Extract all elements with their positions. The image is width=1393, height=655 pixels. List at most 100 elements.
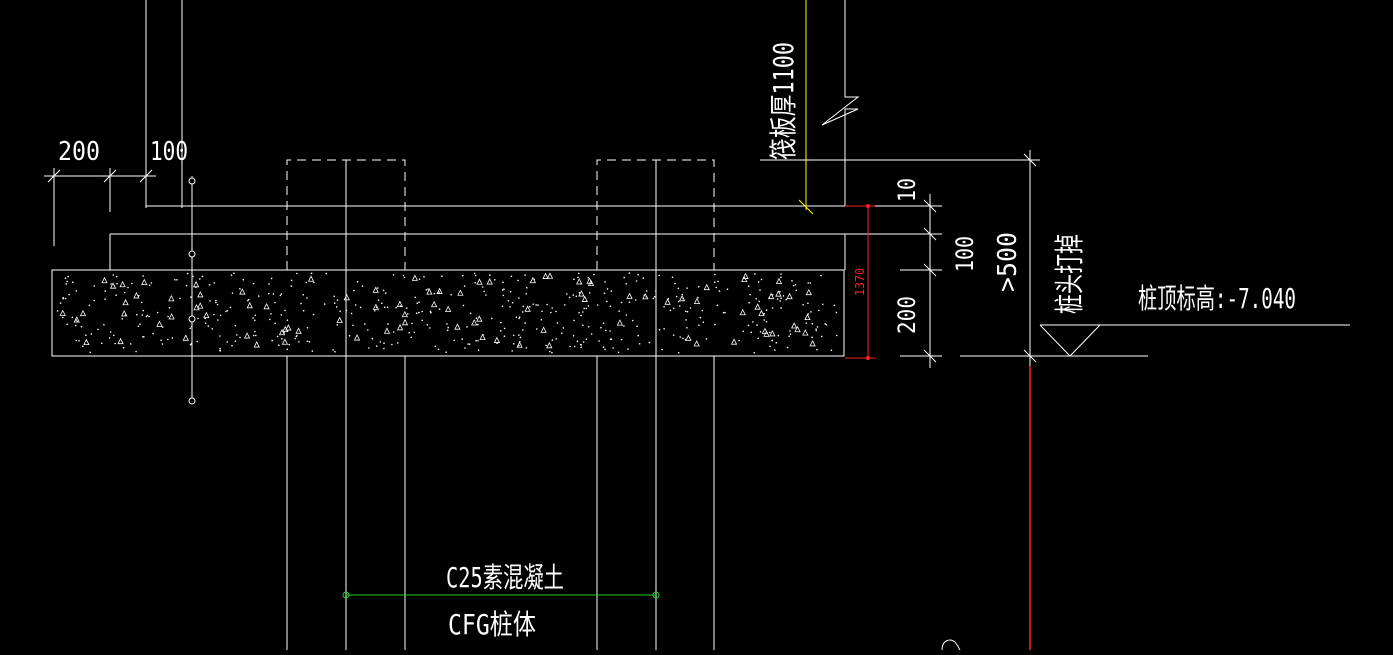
hatch-dot [361,285,364,287]
hatch-dot [190,296,192,298]
hatch-dot [518,297,520,299]
hatch-dot [578,311,580,314]
hatch-dot [524,322,526,324]
hatch-dot [551,307,553,309]
hatch-dot [526,287,528,289]
hatch-triangle [168,313,175,320]
hatch-dot [689,307,692,309]
hatch-triangle [471,319,478,326]
hatch-dot [97,328,99,331]
hatch-dot [421,310,424,313]
hatch-triangle [786,292,793,300]
hatch-dot [364,323,366,325]
hatch-dot [499,330,502,332]
hatch-dot [294,337,297,340]
hatch-dot [818,309,820,312]
hatch-dot [383,306,386,309]
hatch-dot [174,279,176,281]
hatch-dot [185,284,188,287]
hatch-dot [433,292,436,295]
hatch-triangle [396,300,404,308]
hatch-dot [311,350,314,352]
hatch-dot [247,299,249,302]
hatch-dot [104,298,106,300]
hatch-dot [477,349,480,352]
hatch-triangle [109,282,117,289]
hatch-dot [332,349,334,351]
hatch-dot [254,330,256,333]
hatch-dot [192,275,194,278]
hatch-triangle [739,308,746,316]
raft-edge-line [821,0,860,270]
hatch-dot [108,337,111,339]
hatch-dot [209,300,211,302]
hatch-dot [405,307,408,310]
hatch-dot [467,343,469,345]
hatch-dot [397,342,399,344]
hatch-dot [121,318,124,320]
hatch-triangle [444,305,452,312]
hatch-dot [541,310,543,313]
hatch-dot [68,293,70,296]
hatch-dot [545,344,547,347]
hatch-dot [272,293,275,295]
hatch-dot [582,311,584,313]
hatch-dot [140,301,143,304]
hatch-dot [411,322,413,325]
hatch-triangle [246,301,253,309]
hatch-dot [295,335,298,338]
hatch-dot [679,305,681,307]
hatch-dot [115,275,118,278]
hatch-dot [726,288,729,291]
hatch-dot [290,285,293,287]
hatch-dot [718,290,721,292]
hatch-triangle [693,297,701,304]
hatch-dot [485,294,487,296]
hatch-dot [271,339,274,342]
hatch-dot [578,272,580,275]
hatch-dot [642,277,645,279]
hatch-dot [116,283,118,285]
hatch-dot [517,279,519,282]
hatch-dot [836,334,838,337]
hatch-dot [115,294,117,297]
hatch-dot [815,329,817,332]
hatch-triangle [581,295,588,302]
hatch-dot [590,333,593,335]
hatch-dot [474,281,477,284]
hatch-dot [234,324,237,327]
hatch-triangle [678,294,686,302]
hatch-dot [509,290,512,293]
hatch-dot [145,315,148,318]
hatch-triangle [775,277,783,285]
hatch-dot [573,278,575,281]
hatch-dot [441,275,443,278]
hatch-dot [64,277,67,280]
hatch-dot [414,296,417,299]
hatch-dot [296,272,298,275]
hatch-dot [515,316,518,319]
hatch-dot [600,326,602,329]
hatch-dot [466,326,468,328]
hatch-dot [833,304,836,307]
hatch-triangle [578,290,585,297]
hatch-dot [822,303,824,306]
hatch-dot [62,296,65,299]
hatch-dot [677,352,680,354]
hatch-dot [190,342,193,345]
hatch-dot [65,283,68,285]
hatch-triangle [493,336,501,343]
hatch-dot [300,302,302,305]
hatch-dot [789,333,792,336]
hatch-dot [759,331,762,333]
hatch-dot [754,273,756,275]
hatch-dot [653,295,656,298]
hatch-dot [628,301,631,304]
hatch-dot [518,317,520,320]
hatch-dot [705,338,708,340]
left-dimension: 200 100 [44,137,188,246]
hatch-dot [561,332,563,335]
hatch-dot [583,307,585,310]
hatch-triangle [454,323,461,330]
hatch-dot [59,302,62,304]
